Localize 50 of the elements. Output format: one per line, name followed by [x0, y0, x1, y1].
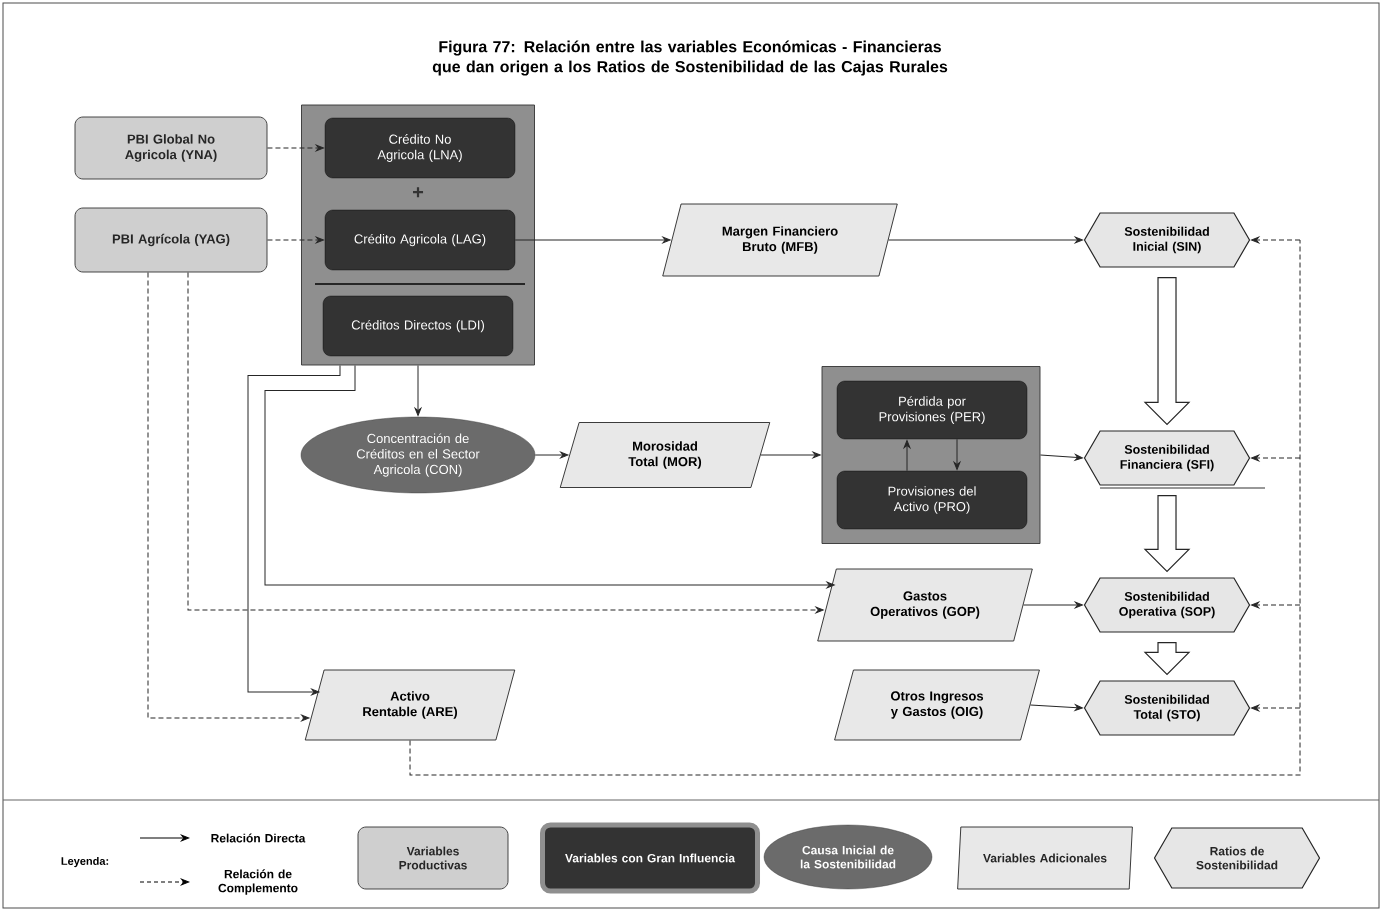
- dark-box: Créditos Directos (LDI): [322, 295, 514, 357]
- parallelogram: Activo Rentable (ARE): [304, 669, 516, 741]
- dashed-arrow: [1251, 601, 1301, 609]
- arrow: [760, 451, 821, 459]
- legend-label: Variables con Gran Influencia: [565, 853, 736, 863]
- rounded-box: PBI Global No Agricola (YNA): [74, 116, 268, 180]
- hexagon: Sostenibilidad Total (STO): [1083, 680, 1251, 736]
- arrow: [247, 364, 341, 696]
- arrow: [1023, 601, 1083, 609]
- dark-box: Crédito Agricola (LAG): [324, 209, 516, 271]
- dark-box: Crédito No Agricola (LNA): [324, 117, 516, 179]
- dashed-arrow: [1251, 236, 1301, 244]
- dark-box: Pérdida por Provisiones (PER): [836, 380, 1028, 440]
- plus-sign: +: [413, 187, 424, 198]
- arrow: [888, 236, 1083, 244]
- arrow: [1029, 704, 1083, 711]
- arrow: [264, 364, 835, 589]
- dashed-arrow: [266, 236, 324, 244]
- parallelogram: Morosidad Total (MOR): [559, 422, 771, 488]
- block-arrow: [1143, 495, 1191, 573]
- arrow: [534, 451, 569, 459]
- parallelogram: Otros Ingresos y Gastos (OIG): [834, 669, 1040, 741]
- hexagon: Sostenibilidad Financiera (SFI): [1083, 430, 1251, 486]
- legend-heading: Leyenda:: [61, 856, 109, 868]
- hexagon: Sostenibilidad Operativa (SOP): [1083, 577, 1251, 633]
- legend-label: Relación de Complemento: [218, 869, 298, 895]
- block-arrow: [1143, 642, 1191, 676]
- dashed-line: [409, 239, 1301, 776]
- legend-label: Variables Adicionales: [983, 853, 1107, 863]
- dashed-arrow: [266, 144, 324, 152]
- dark-box: Provisiones del Activo (PRO): [836, 470, 1028, 530]
- dashed-arrow: [1251, 704, 1301, 712]
- legend-label: Causa Inicial de la Sostenibilidad: [800, 845, 896, 869]
- rounded-box: PBI Agrícola (YAG): [74, 207, 268, 273]
- arrow: [414, 364, 422, 416]
- dashed-arrow: [187, 271, 824, 614]
- title: Figura 77: Relación entre las variables Económicas - Financieras que dan origen a los Ratios de Sostenibilidad de las Cajas Rurales: [432, 40, 948, 76]
- arrow: [903, 440, 911, 472]
- legend-label: Variables Productivas: [399, 846, 467, 870]
- parallelogram: Margen Financiero Bruto (MFB): [662, 203, 898, 277]
- dashed-arrow: [1251, 454, 1301, 462]
- arrow: [1039, 454, 1083, 461]
- arrow: [953, 438, 961, 470]
- hexagon: Sostenibilidad Inicial (SIN): [1083, 212, 1251, 268]
- arrow: [514, 236, 671, 244]
- parallelogram: Gastos Operativos (GOP): [817, 568, 1033, 642]
- legend-label: Relación Directa: [211, 833, 306, 843]
- legend-label: Ratios de Sostenibilidad: [1196, 846, 1278, 870]
- dashed-arrow: [147, 271, 310, 722]
- block-arrow: [1143, 277, 1191, 426]
